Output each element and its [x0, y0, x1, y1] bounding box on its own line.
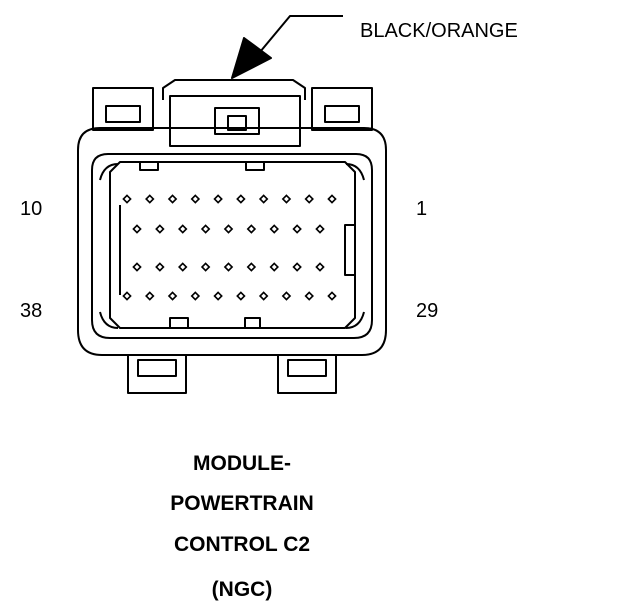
top-left-tab	[92, 87, 154, 131]
pin-8	[167, 194, 178, 204]
pin-label-29: 29	[416, 300, 439, 322]
pin-33	[236, 291, 246, 301]
pin-36	[167, 291, 178, 301]
top-right-tab	[311, 87, 373, 131]
top-latch-tab	[227, 115, 247, 131]
callout-arrow-icon	[231, 37, 272, 79]
pin-34	[213, 291, 223, 301]
pin-10	[122, 194, 132, 204]
bottom-right-tab	[277, 354, 337, 394]
pin-label-10: 10	[20, 198, 43, 220]
top-latch	[162, 79, 306, 100]
pin-15	[223, 224, 234, 234]
pin-37	[145, 291, 155, 301]
pin-7	[190, 194, 201, 204]
pin-17	[178, 224, 188, 234]
pin-31	[281, 291, 292, 301]
pin-19	[132, 224, 142, 234]
pin-cavity	[109, 161, 356, 329]
pin-26	[178, 262, 188, 272]
connector-face	[91, 153, 373, 339]
caption-line-1: MODULE-	[193, 452, 291, 475]
bottom-left-tab	[127, 354, 187, 394]
pin-14	[246, 224, 257, 234]
caption-line-2: POWERTRAIN	[170, 492, 314, 515]
top-latch-slot	[214, 107, 260, 135]
pin-30	[304, 291, 314, 301]
cavity-key-bottom	[169, 317, 189, 328]
top-latch-inner	[169, 95, 301, 147]
pin-2	[304, 194, 314, 204]
pin-label-1: 1	[416, 198, 428, 220]
pin-9	[145, 194, 155, 204]
pin-3	[281, 194, 292, 204]
pin-38	[122, 291, 132, 301]
top-left-tab-inner	[105, 105, 141, 123]
cavity-key-top-2	[245, 162, 265, 171]
corner-rib-bl	[99, 311, 119, 329]
pin-5	[236, 194, 246, 204]
pin-28	[132, 262, 142, 272]
pin-6	[213, 194, 223, 204]
cavity-key-right	[344, 224, 355, 276]
pin-20	[315, 262, 325, 272]
pin-grid	[122, 194, 337, 301]
pin-32	[258, 291, 269, 301]
pin-25	[200, 262, 211, 272]
corner-rib-tl	[99, 163, 119, 181]
pin-27	[155, 262, 165, 272]
pin-12	[292, 224, 302, 234]
pin-22	[269, 262, 279, 272]
top-right-tab-inner	[324, 105, 360, 123]
pin-24	[223, 262, 234, 272]
callout-leader-line	[254, 15, 343, 59]
corner-rib-tr	[345, 163, 365, 181]
pin-21	[292, 262, 302, 272]
pin-16	[200, 224, 211, 234]
caption-line-3: CONTROL C2	[173, 533, 311, 556]
pin-29	[327, 291, 337, 301]
pin-1	[327, 194, 337, 204]
pin-11	[315, 224, 325, 234]
pin-13	[269, 224, 279, 234]
pin-35	[190, 291, 201, 301]
cavity-key-bottom-2	[244, 317, 261, 328]
bottom-left-tab-inner	[137, 359, 177, 377]
wire-color-label: BLACK/ORANGE	[360, 20, 518, 42]
corner-rib-br	[345, 311, 365, 329]
connector-body-outer	[77, 127, 387, 356]
cavity-key-top	[139, 162, 159, 171]
pin-18	[155, 224, 165, 234]
pin-4	[258, 194, 269, 204]
pin-label-38: 38	[20, 300, 43, 322]
caption-line-4: (NGC)	[211, 578, 273, 601]
bottom-right-tab-inner	[287, 359, 327, 377]
pin-23	[246, 262, 257, 272]
